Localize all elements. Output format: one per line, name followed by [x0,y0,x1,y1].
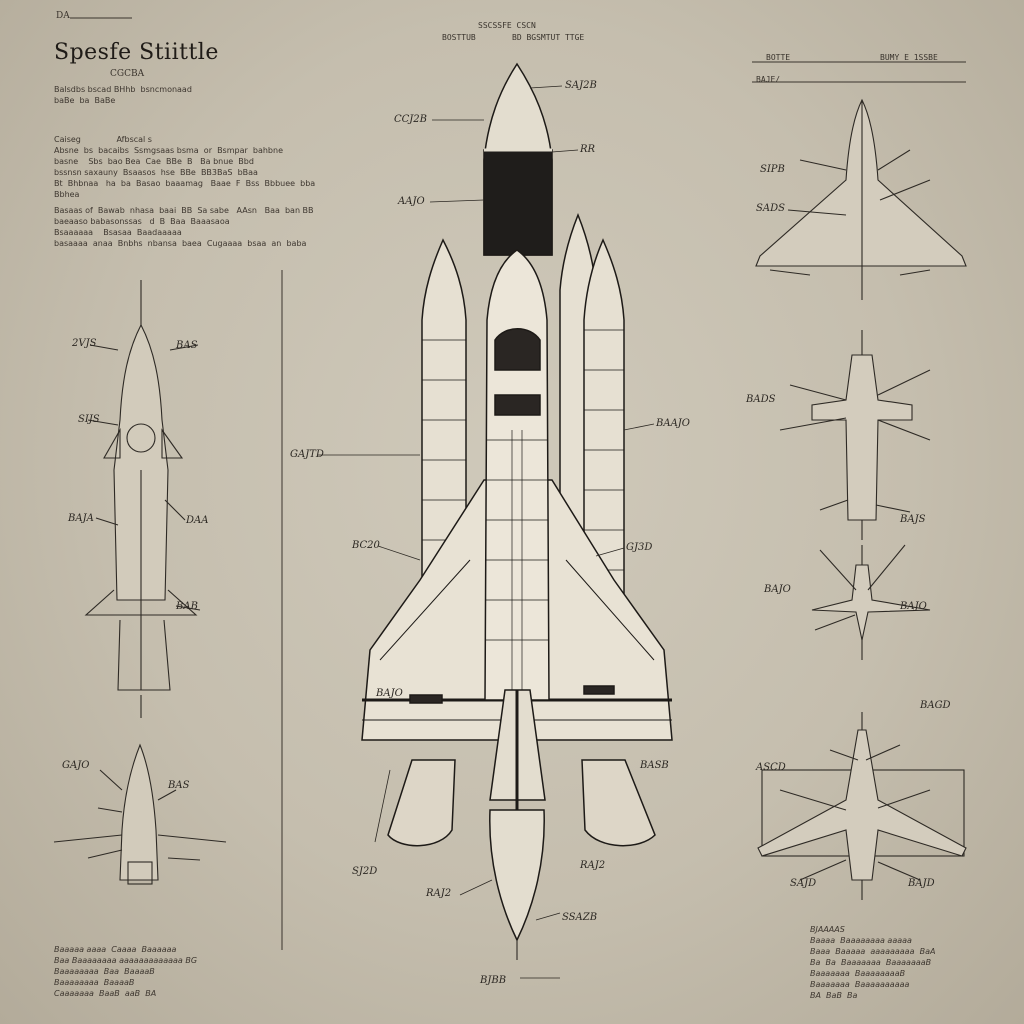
callout-right-7: ASCD [756,762,786,773]
footer-notes-left: Baaaaa aaaa Caaaa Baaaaaa Baa Baaaaaaaa … [54,945,198,998]
callout-main-5: BAAJO [656,418,690,429]
callout-right-4: BAJS [900,514,926,525]
callout-main-3: AAJO [398,196,425,207]
callout-main-12: SSAZB [562,912,598,923]
header-right-3: BAJE/ [756,75,781,84]
main-shuttle-stack [361,62,673,960]
callout-right-3: BADS [746,394,776,405]
page-title: Spesfe Stiittle [54,40,219,65]
callout-right-10: BAJD [908,878,935,889]
callout-left-1: 2VJS [72,338,97,349]
callout-right-8: BAGD [920,700,951,711]
header-rules [70,17,966,950]
header-center-1: SSCSSFE CSCN [478,21,536,30]
right-view-top [755,98,967,300]
main-callout-lines [318,85,655,979]
subtitle: CGCBA [110,69,145,79]
header-center-3: BD BGSMTUT TTGE [512,33,585,42]
callout-right-5: BAJO [764,584,791,595]
footer-notes-right: BJAAAAS Baaaa Baaaaaaaa aaaaa Baaa Baaaa… [810,925,936,1000]
header-top-left: DA [56,11,70,21]
callout-left-7: GAJO [62,760,90,771]
callout-main-4: RR [580,144,596,155]
callout-right-6: BAJO [900,601,927,612]
right-view-bottom [757,712,967,900]
callout-left-8: BAS [168,780,190,791]
callout-right-2: SADS [756,203,785,214]
callout-left-5: BAJA [68,513,94,524]
callout-main-8: GJ3D [626,542,653,553]
fuselage-panels [486,430,548,700]
right-view-mid [779,330,931,540]
intro-note: Balsdbs bscad BHhb bsncmonaad baBe ba Ba… [54,85,192,105]
callout-main-14: BASB [640,760,669,771]
left-side-view-upper [84,280,201,718]
callout-left-3: SIJS [78,414,100,425]
header-center-2: BOSTTUB [442,33,476,42]
callout-main-6: GAJTD [290,449,324,460]
footer-center-label: BJBB [480,975,507,986]
callout-main-10: RAJ2 [580,860,606,871]
right-view-lower-small [811,544,931,660]
note-block-2: Basaas of Bawab nhasa baai BB Sa sabe AA… [54,206,314,248]
callout-main-7: BC20 [352,540,380,551]
callout-right-1: SIPB [760,164,785,175]
callout-main-1: SAJ2B [565,80,597,91]
callout-main-2: CCJ2B [394,114,428,125]
header-right-2: BUMY E 1SSBE [880,53,938,62]
callout-main-11: RAJ2 [426,888,452,899]
callout-main-13: BAJO [376,688,403,699]
header-right-1: BOTTE [766,53,791,62]
callout-left-4: DAA [186,515,209,526]
callout-right-9: SAJD [790,878,817,889]
note-block-1: Caiseg Afbscal s Absne bs bacaibs Ssmgsa… [54,135,316,199]
callout-main-9: SJ2D [352,866,378,877]
callout-left-2: BAS [176,340,198,351]
callout-left-6: BAB [176,601,198,612]
left-side-view-lower [53,743,227,885]
